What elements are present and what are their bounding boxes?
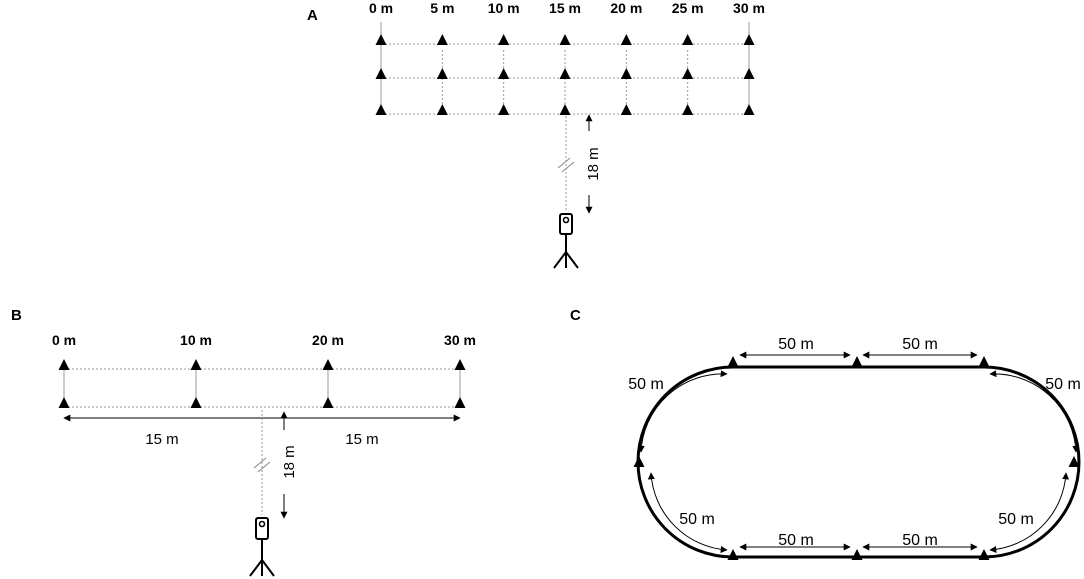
triangle-marker-icon: [454, 397, 466, 408]
triangle-marker-icon: [58, 359, 70, 370]
segment-label-upper-left-curve: 50 m: [628, 376, 664, 393]
break-mark-icon: [557, 157, 575, 173]
triangle-marker-icon: [633, 456, 645, 467]
triangle-marker-icon: [978, 549, 990, 560]
panel-b-right-distance: 15 m: [345, 431, 378, 448]
triangle-marker-icon: [851, 549, 863, 560]
panel-a-label: A: [307, 7, 318, 24]
triangle-marker-icon: [620, 68, 632, 79]
triangle-marker-icon: [436, 68, 448, 79]
panel-b-distance-labels: 0 m 10 m 20 m 30 m: [52, 332, 476, 348]
triangle-marker-icon: [743, 104, 755, 115]
triangle-marker-icon: [851, 356, 863, 367]
triangle-marker-icon: [190, 359, 202, 370]
triangle-marker-icon: [620, 104, 632, 115]
segment-label-top-left: 50 m: [778, 336, 814, 353]
segment-label-lower-left-curve: 50 m: [679, 511, 715, 528]
triangle-marker-icon: [1068, 456, 1080, 467]
distance-label: 0 m: [52, 332, 76, 348]
triangle-marker-icon: [498, 68, 510, 79]
triangle-marker-icon: [743, 68, 755, 79]
oval-track: [636, 365, 1081, 559]
panel-a: A 0 m 5 m 10 m 15 m 20 m 25 m 30 m 18 m: [307, 0, 765, 269]
triangle-marker-icon: [454, 359, 466, 370]
triangle-marker-icon: [559, 104, 571, 115]
triangle-marker-icon: [559, 34, 571, 45]
segment-label-bottom-left: 50 m: [778, 532, 814, 549]
distance-label: 20 m: [610, 0, 642, 16]
distance-label: 25 m: [672, 0, 704, 16]
triangle-marker-icon: [743, 34, 755, 45]
triangle-marker-icon: [436, 104, 448, 115]
panel-c: C 50 m 50 m 50 m 50 m 50 m 50 m 50 m 50 …: [570, 307, 1081, 560]
triangle-marker-icon: [322, 359, 334, 370]
panel-b-camera-distance: 18 m: [281, 445, 298, 478]
distance-label: 5 m: [430, 0, 454, 16]
triangle-marker-icon: [498, 34, 510, 45]
triangle-marker-icon: [375, 34, 387, 45]
segment-label-bottom-right: 50 m: [902, 532, 938, 549]
triangle-marker-icon: [58, 397, 70, 408]
distance-label: 30 m: [733, 0, 765, 16]
panel-a-camera-distance: 18 m: [585, 147, 602, 180]
triangle-marker-icon: [559, 68, 571, 79]
camera-tripod-icon: [249, 517, 275, 577]
break-mark-icon: [253, 457, 271, 473]
segment-label-lower-right-curve: 50 m: [998, 511, 1034, 528]
triangle-marker-icon: [498, 104, 510, 115]
triangle-marker-icon: [322, 397, 334, 408]
panel-b: B 0 m 10 m 20 m 30 m 15 m 15 m 18 m: [11, 307, 476, 577]
triangle-marker-icon: [190, 397, 202, 408]
triangle-marker-icon: [978, 356, 990, 367]
distance-label: 30 m: [444, 332, 476, 348]
panel-b-markers: [58, 359, 466, 408]
panel-b-grid: [63, 368, 461, 408]
distance-label: 15 m: [549, 0, 581, 16]
triangle-marker-icon: [375, 104, 387, 115]
panel-c-label: C: [570, 307, 581, 324]
triangle-marker-icon: [682, 68, 694, 79]
segment-label-upper-right-curve: 50 m: [1045, 376, 1081, 393]
distance-label: 20 m: [312, 332, 344, 348]
distance-label: 10 m: [180, 332, 212, 348]
triangle-marker-icon: [375, 68, 387, 79]
triangle-marker-icon: [727, 549, 739, 560]
triangle-marker-icon: [727, 356, 739, 367]
panel-a-distance-labels: 0 m 5 m 10 m 15 m 20 m 25 m 30 m: [369, 0, 765, 16]
panel-b-left-distance: 15 m: [145, 431, 178, 448]
camera-tripod-icon: [553, 213, 579, 269]
panel-c-segment-arrows: [637, 351, 1080, 554]
triangle-marker-icon: [682, 104, 694, 115]
panel-a-markers: [375, 34, 755, 115]
triangle-marker-icon: [436, 34, 448, 45]
panel-b-label: B: [11, 307, 22, 324]
triangle-marker-icon: [620, 34, 632, 45]
segment-label-top-right: 50 m: [902, 336, 938, 353]
distance-label: 0 m: [369, 0, 393, 16]
panel-c-markers: [633, 356, 1080, 560]
distance-label: 10 m: [488, 0, 520, 16]
triangle-marker-icon: [682, 34, 694, 45]
